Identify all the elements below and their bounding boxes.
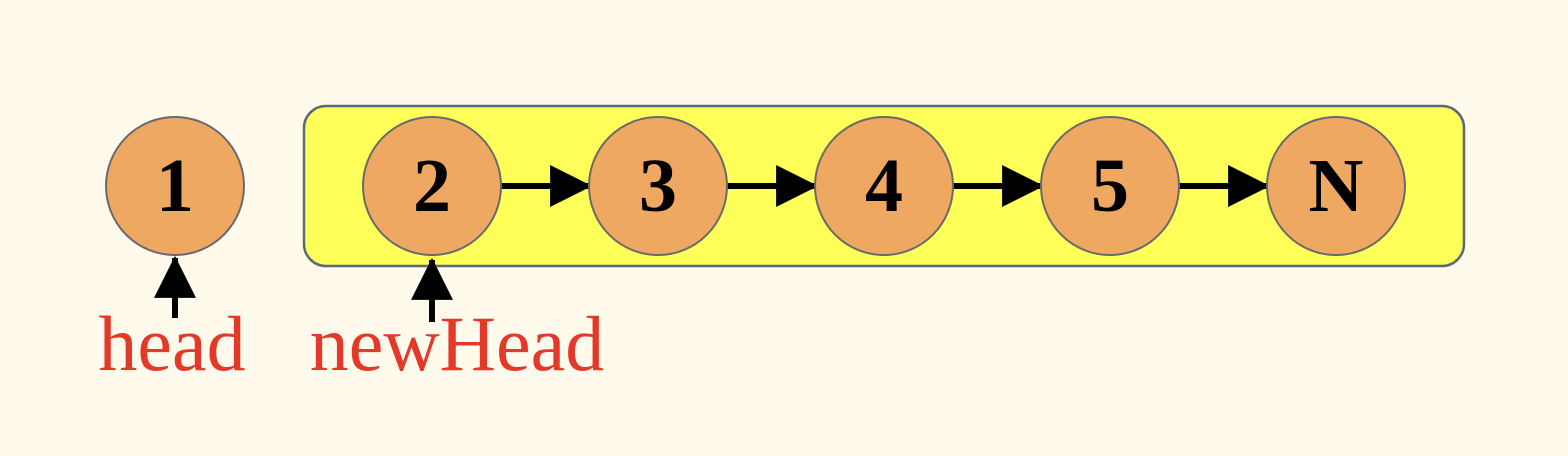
node-1-label: 1: [156, 144, 194, 228]
node-4-label: 4: [865, 144, 903, 228]
node-1: 1: [105, 116, 245, 256]
newhead-pointer: newHead: [310, 257, 605, 387]
head-pointer-label: head: [98, 300, 245, 387]
node-2: 2: [362, 116, 502, 256]
node-5: 5: [1040, 116, 1180, 256]
node-4: 4: [814, 116, 954, 256]
node-n-label: N: [1309, 144, 1364, 228]
node-2-circle: [362, 116, 502, 256]
node-2-label: 2: [413, 144, 451, 228]
node-3-label: 3: [639, 144, 677, 228]
node-5-label: 5: [1091, 144, 1129, 228]
head-pointer: head: [98, 255, 246, 387]
node-3-circle: [588, 116, 728, 256]
node-n-circle: [1266, 116, 1406, 256]
node-n: N: [1266, 116, 1406, 256]
node-3: 3: [588, 116, 728, 256]
node-5-circle: [1040, 116, 1180, 256]
newhead-pointer-label: newHead: [310, 300, 605, 387]
node-1-circle: [105, 116, 245, 256]
node-4-circle: [814, 116, 954, 256]
